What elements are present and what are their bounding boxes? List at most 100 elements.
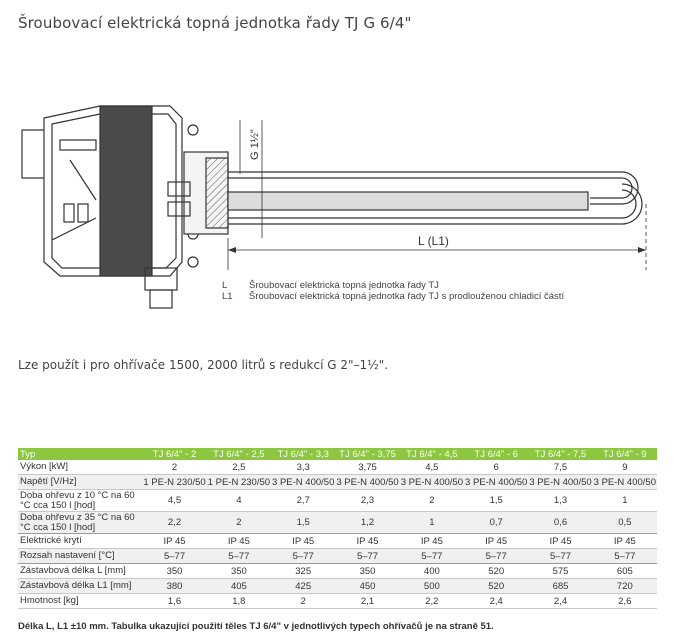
table-cell: 605 (592, 563, 657, 579)
legend-item: L1 Šroubovací elektrická topná jednotka ř… (222, 291, 564, 302)
table-cell: 0,5 (592, 511, 657, 534)
table-cell: 2,2 (142, 511, 207, 534)
legend-key: L1 (222, 291, 233, 302)
table-cell: 2 (142, 460, 207, 475)
table-cell: 3 PE-N 400/50 (335, 474, 400, 490)
table-cell: 5–77 (592, 548, 657, 564)
legend-text: Šroubovací elektrická topná jednotka řad… (249, 291, 565, 302)
legend-item: L Šroubovací elektrická topná jednotka řa… (222, 280, 564, 291)
table-cell: 2,5 (206, 460, 272, 475)
row-label: Zástavbová délka L1 [mm] (18, 578, 143, 594)
table-cell: 3 PE-N 400/50 (592, 474, 657, 490)
column-header: TJ 6/4" - 2 (142, 448, 207, 460)
table-cell: 3,75 (335, 460, 400, 475)
table-cell: 3 PE-N 400/50 (528, 474, 593, 490)
table-cell: 4 (206, 489, 272, 512)
column-header: TJ 6/4" - 9 (592, 448, 657, 460)
heater-technical-drawing: G 1½" L (L1) (21, 105, 647, 309)
length-dimension-label: L (L1) (418, 234, 449, 248)
table-cell: 1,3 (528, 489, 593, 512)
column-header: TJ 6/4" - 7,5 (528, 448, 593, 460)
table-cell: 4,5 (142, 489, 207, 512)
table-cell: 1 (399, 511, 465, 534)
table-cell: 1,5 (271, 511, 336, 534)
table-cell: IP 45 (142, 533, 207, 549)
table-cell: 325 (271, 563, 336, 579)
table-cell: 5–77 (399, 548, 465, 564)
table-cell: 5–77 (528, 548, 593, 564)
table-cell: IP 45 (271, 533, 336, 549)
table-cell: 5–77 (206, 548, 272, 564)
table-cell: 9 (592, 460, 657, 475)
page-title: Šroubovací elektrická topná jednotka řad… (18, 14, 412, 32)
table-cell: 0,6 (528, 511, 593, 534)
table-cell: 350 (206, 563, 272, 579)
table-cell: 400 (399, 563, 465, 579)
column-header: TJ 6/4" - 2,5 (206, 448, 272, 460)
column-header: Typ (18, 448, 143, 460)
table-cell: 5–77 (142, 548, 207, 564)
thread-dimension-label: G 1½" (249, 129, 261, 160)
table-cell: 350 (142, 563, 207, 579)
table-cell: 575 (528, 563, 593, 579)
row-label: Doba ohřevu z 35 °C na 60 °C cca 150 l [… (18, 511, 143, 534)
table-footnote: Délka L, L1 ±10 mm. Tabulka ukazující po… (18, 621, 494, 632)
table-cell: 1 PE-N 230/50 (206, 474, 272, 490)
table-cell: 3 PE-N 400/50 (464, 474, 529, 490)
table-cell: 380 (142, 578, 207, 594)
table-cell: IP 45 (206, 533, 272, 549)
table-cell: 685 (528, 578, 593, 594)
table-cell: 2 (271, 593, 336, 609)
table-cell: 1,6 (142, 593, 207, 609)
table-cell: 520 (464, 563, 529, 579)
table-cell: 2,4 (528, 593, 593, 609)
table-cell: 2,3 (335, 489, 400, 512)
table-cell: 720 (592, 578, 657, 594)
table-cell: 5–77 (335, 548, 400, 564)
row-label: Zástavbová délka L [mm] (18, 563, 143, 579)
table-cell: 2,6 (592, 593, 657, 609)
table-cell: 520 (464, 578, 529, 594)
table-cell: IP 45 (335, 533, 400, 549)
table-cell: 6 (464, 460, 529, 475)
table-header-row: Typ TJ 6/4" - 2 TJ 6/4" - 2,5 TJ 6/4" - … (18, 448, 657, 460)
specification-table: Typ TJ 6/4" - 2 TJ 6/4" - 2,5 TJ 6/4" - … (18, 448, 657, 609)
table-cell: 3,3 (271, 460, 336, 475)
table-cell: 2 (206, 511, 272, 534)
table-cell: 5–77 (271, 548, 336, 564)
row-label: Rozsah nastavení [°C] (18, 548, 143, 564)
table-cell: 2,4 (464, 593, 529, 609)
column-header: TJ 6/4" - 6 (464, 448, 529, 460)
row-label: Napětí [V/Hz] (18, 474, 143, 490)
table-cell: 425 (271, 578, 336, 594)
table-cell: 405 (206, 578, 272, 594)
column-header: TJ 6/4" - 4,5 (399, 448, 465, 460)
table-cell: IP 45 (528, 533, 593, 549)
table-cell: IP 45 (464, 533, 529, 549)
table-cell: 350 (335, 563, 400, 579)
table-cell: 3 PE-N 400/50 (271, 474, 336, 490)
table-cell: 3 PE-N 400/50 (399, 474, 465, 490)
legend-text: Šroubovací elektrická topná jednotka řad… (249, 280, 439, 291)
legend-key: L (222, 280, 228, 291)
table-cell: 1 (592, 489, 657, 512)
table-cell: 2 (399, 489, 465, 512)
table-cell: 0,7 (464, 511, 529, 534)
column-header: TJ 6/4" - 3,3 (271, 448, 336, 460)
table-cell: 7,5 (528, 460, 593, 475)
table-cell: IP 45 (592, 533, 657, 549)
table-cell: 4,5 (399, 460, 465, 475)
table-row: Doba ohřevu z 10 °C na 60 °C cca 150 l [… (18, 489, 657, 512)
usage-note: Lze použít i pro ohřívače 1500, 2000 lit… (18, 358, 389, 372)
table-cell: 500 (399, 578, 465, 594)
row-label: Elektrické krytí (18, 533, 143, 549)
table-cell: 1,8 (206, 593, 272, 609)
table-cell: 2,2 (399, 593, 465, 609)
